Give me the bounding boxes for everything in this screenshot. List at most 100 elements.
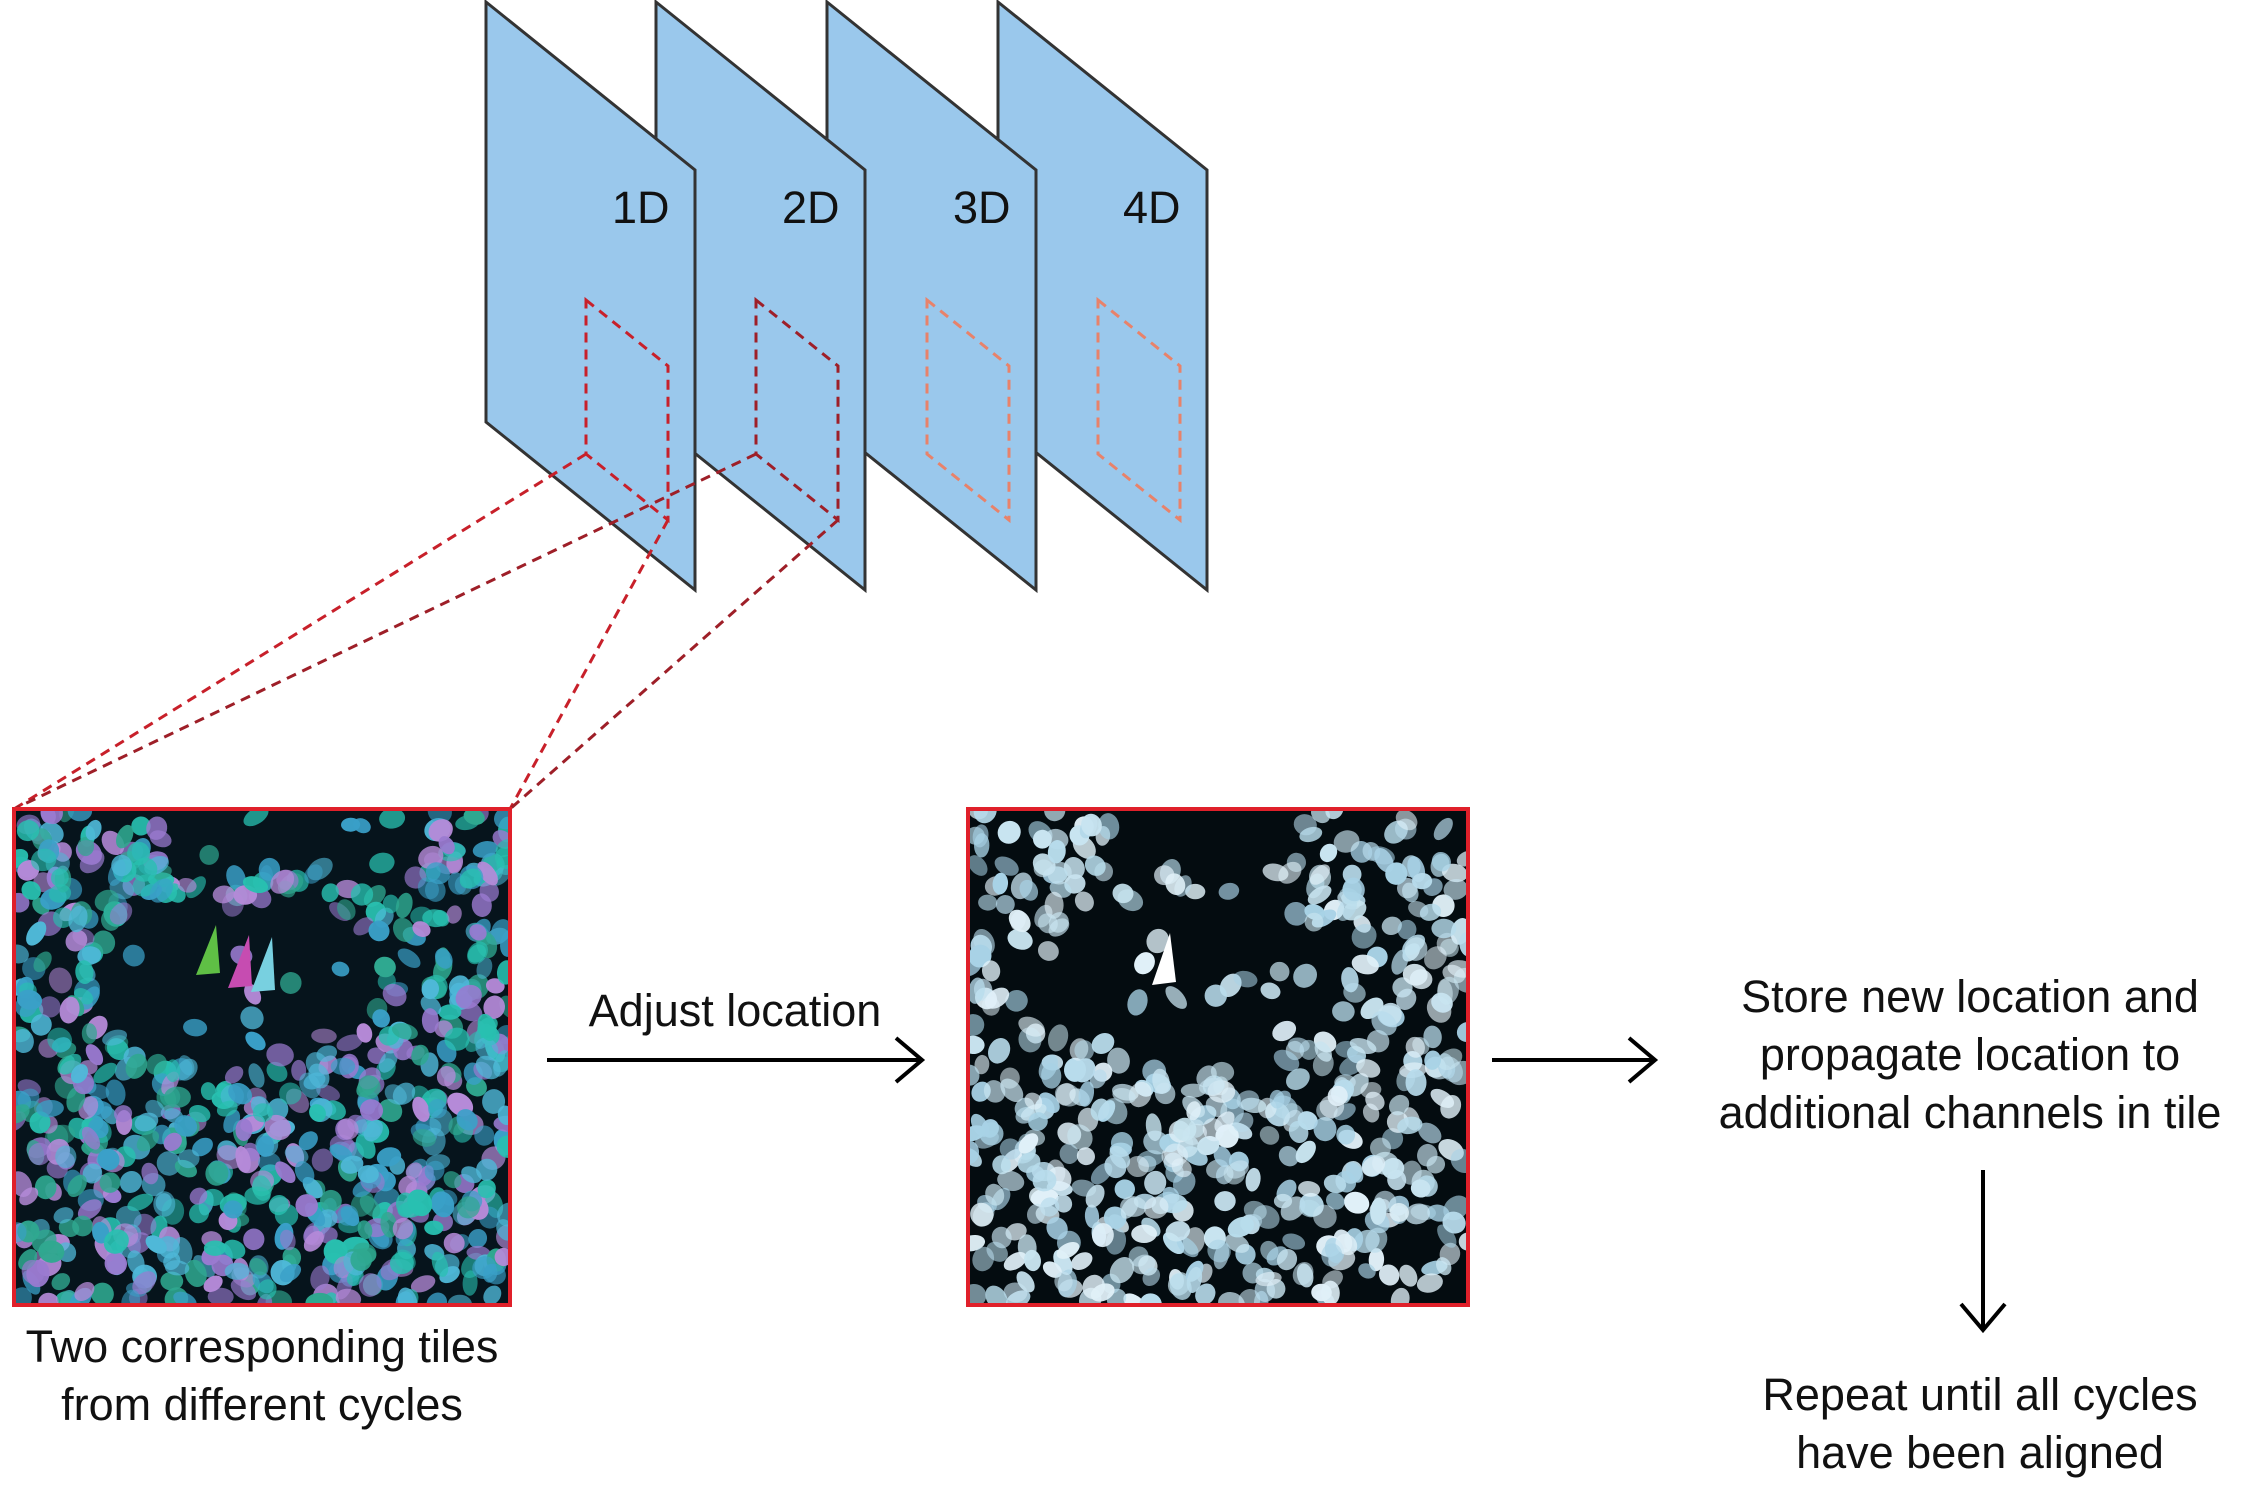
nucleus xyxy=(1018,1016,1045,1037)
nucleus xyxy=(1173,1117,1197,1142)
nucleus xyxy=(33,951,52,973)
nucleus xyxy=(1295,1140,1316,1164)
nucleus xyxy=(1319,843,1338,863)
nucleus xyxy=(81,1023,97,1044)
nucleus xyxy=(353,818,371,834)
nucleus xyxy=(968,1014,985,1036)
nucleus xyxy=(1055,1082,1076,1106)
nucleus xyxy=(146,816,168,840)
nucleus xyxy=(176,1058,198,1081)
nucleus xyxy=(226,865,246,891)
nucleus xyxy=(1332,1001,1355,1022)
nucleus xyxy=(493,809,510,830)
step-line: additional channels in tile xyxy=(1718,1087,2222,1138)
nucleus xyxy=(92,930,116,955)
nucleus xyxy=(47,1027,73,1053)
nucleus xyxy=(1260,982,1281,1000)
nucleus xyxy=(1395,809,1418,831)
nucleus xyxy=(1269,1089,1285,1109)
nucleus xyxy=(438,836,455,855)
nucleus xyxy=(145,1235,167,1254)
nucleus xyxy=(141,1162,159,1185)
nucleus xyxy=(331,961,350,977)
nucleus xyxy=(378,1050,398,1073)
nucleus xyxy=(978,894,998,911)
center-tile-border xyxy=(966,807,1470,1307)
nucleus xyxy=(127,1193,154,1212)
nucleus xyxy=(485,978,505,994)
left-tile-border xyxy=(12,807,512,1307)
nucleus xyxy=(376,1147,402,1167)
nucleus xyxy=(1367,846,1395,865)
nucleus xyxy=(427,809,452,824)
nucleus xyxy=(114,1105,133,1123)
nucleus xyxy=(82,1163,103,1184)
nucleus xyxy=(279,1082,302,1105)
nucleus xyxy=(434,948,453,969)
nucleus xyxy=(374,956,396,978)
nucleus xyxy=(1176,1236,1199,1258)
nucleus xyxy=(468,1228,488,1249)
nucleus xyxy=(968,977,985,1004)
nucleus xyxy=(1152,1068,1170,1094)
projection-line xyxy=(13,452,587,811)
nucleus xyxy=(1336,896,1357,922)
nucleus xyxy=(359,1099,384,1122)
nucleus xyxy=(968,1125,986,1142)
nucleus xyxy=(1112,883,1134,904)
cycle-label-2d: 2D xyxy=(782,182,840,233)
nucleus xyxy=(368,920,390,942)
nucleus xyxy=(303,1230,324,1252)
nucleus xyxy=(1412,872,1433,890)
nucleus xyxy=(469,924,487,941)
nucleus xyxy=(1028,1112,1048,1131)
nucleus xyxy=(1218,882,1240,900)
nucleus xyxy=(30,1014,52,1036)
nucleus xyxy=(1370,1137,1391,1159)
nucleus xyxy=(1365,1091,1385,1111)
nucleus xyxy=(116,824,134,849)
nucleus xyxy=(1245,1167,1261,1192)
nucleus xyxy=(1146,928,1170,954)
projection-line xyxy=(509,518,839,811)
nucleus xyxy=(242,876,269,894)
nucleus xyxy=(67,809,93,822)
nucleus xyxy=(494,1247,510,1267)
nucleus xyxy=(1402,963,1428,986)
nucleus xyxy=(1074,1040,1095,1061)
nucleus xyxy=(340,1155,364,1174)
nucleus xyxy=(1198,1077,1226,1095)
nucleus xyxy=(212,885,235,904)
nucleus xyxy=(359,1195,381,1218)
nucleus xyxy=(1426,1155,1446,1174)
nucleus xyxy=(1327,1085,1348,1107)
nucleus xyxy=(125,1053,148,1079)
nucleus xyxy=(477,1013,497,1041)
nucleus xyxy=(1356,1059,1381,1078)
nucleus xyxy=(979,1122,1004,1146)
nucleus xyxy=(424,879,446,902)
nucleus xyxy=(199,844,219,865)
nucleus xyxy=(970,1202,994,1227)
nucleus xyxy=(425,862,450,885)
nucleus xyxy=(252,1103,273,1123)
nucleus xyxy=(1076,1147,1095,1166)
nucleus xyxy=(48,884,72,903)
nucleus xyxy=(188,1105,211,1123)
nucleus xyxy=(264,1114,292,1141)
nucleus xyxy=(372,1009,390,1028)
adjust-location-label: Adjust location xyxy=(588,985,882,1036)
nucleus xyxy=(295,1194,318,1217)
nucleus xyxy=(252,1175,272,1201)
nucleus xyxy=(48,967,73,994)
nucleus xyxy=(1186,1101,1201,1121)
nucleus xyxy=(183,1018,208,1037)
nucleus xyxy=(1085,1184,1105,1208)
nucleus xyxy=(1373,1190,1397,1214)
nucleus xyxy=(1365,1227,1388,1253)
nucleus xyxy=(482,1089,506,1114)
nucleus xyxy=(1293,963,1318,988)
arrow-right-icon xyxy=(547,1036,926,1084)
nucleus xyxy=(74,1281,95,1302)
nucleus xyxy=(65,929,88,952)
